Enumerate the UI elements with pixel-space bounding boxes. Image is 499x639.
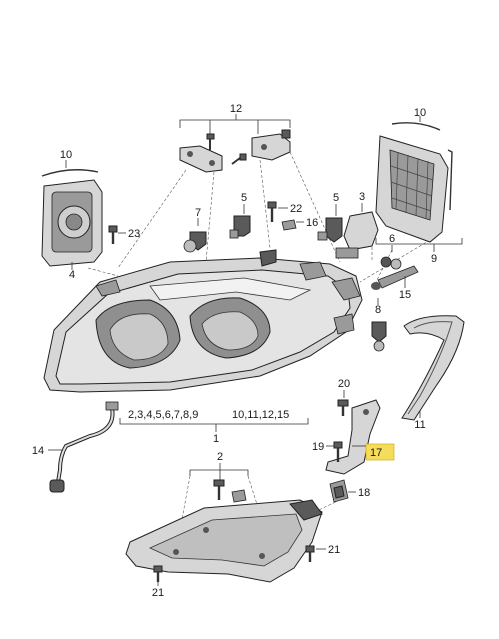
bracket-set-12: 12 — [179, 103, 291, 173]
bulb-6: 6 — [380, 233, 402, 270]
highlight-box-17 — [365, 443, 395, 461]
callout-16: 16 — [306, 217, 318, 229]
bulb-8: 8 — [371, 298, 387, 352]
clip-16: 16 — [281, 217, 318, 231]
callout-17: 17 — [370, 447, 382, 459]
callout-14: 14 — [32, 445, 44, 457]
callout-9: 9 — [431, 253, 437, 265]
bracket-17: 17 — [325, 399, 395, 475]
callout-18: 18 — [358, 487, 370, 499]
clip-18: 18 — [329, 479, 370, 503]
mounting-bracket-2: 2 — [125, 451, 341, 583]
callout-10-right: 10 — [414, 107, 426, 119]
bulb-socket-5-right: 5 — [317, 192, 343, 243]
callout-2: 2 — [217, 451, 223, 463]
vent-hose-14: 14 — [32, 401, 119, 493]
callout-19: 19 — [312, 441, 324, 453]
callout-7: 7 — [195, 207, 201, 219]
group-label-right: 10,11,12,15 — [232, 409, 289, 421]
callout-5-left: 5 — [241, 192, 247, 204]
screw-22: 22 — [267, 201, 302, 222]
screw-19: 19 — [312, 441, 343, 462]
callout-20: 20 — [338, 378, 350, 390]
bulb-7: 7 — [183, 207, 207, 253]
callout-8: 8 — [375, 304, 381, 316]
callout-21-right: 21 — [328, 544, 340, 556]
callout-22: 22 — [290, 203, 302, 215]
callout-5-right: 5 — [333, 192, 339, 204]
callout-15: 15 — [399, 289, 411, 301]
screw-21-bottom: 21 — [152, 565, 164, 599]
callout-21-bottom: 21 — [152, 587, 164, 599]
control-module-3: 3 — [335, 191, 379, 259]
callout-10-left: 10 — [60, 149, 72, 161]
bulb-15: 15 — [371, 265, 419, 301]
screw-21-right: 21 — [305, 544, 340, 562]
callout-1: 1 — [213, 433, 219, 445]
callout-23: 23 — [128, 228, 140, 240]
screw-20: 20 — [337, 378, 350, 416]
callout-3: 3 — [359, 191, 365, 203]
bulb-socket-5-left: 5 — [229, 192, 251, 239]
callout-4: 4 — [69, 269, 75, 281]
trim-strip-11: 11 — [401, 315, 465, 431]
callout-6: 6 — [389, 233, 395, 245]
screw-23: 23 — [108, 225, 140, 244]
group-label-left: 2,3,4,5,6,7,8,9 — [128, 409, 198, 421]
rear-cover-right-9: 10 9 — [375, 107, 463, 265]
rear-cover-left-4: 10 4 — [41, 149, 103, 281]
callout-12: 12 — [230, 103, 242, 115]
callout-11: 11 — [414, 419, 425, 431]
headlight-housing-1: 1 2,3,4,5,6,7,8,9 10,11,12,15 — [43, 249, 363, 445]
